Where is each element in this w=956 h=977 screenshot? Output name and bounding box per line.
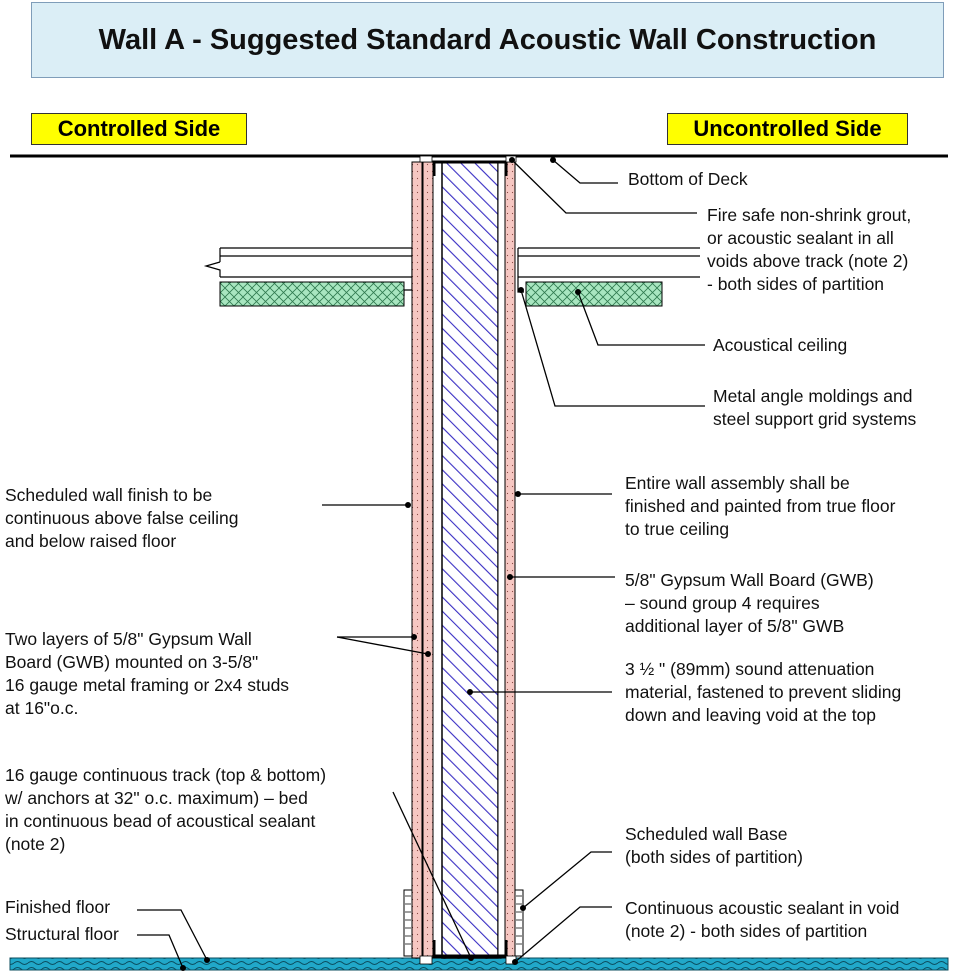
label-two-layers-gwb: Two layers of 5/8" Gypsum Wall Board (GW… xyxy=(5,629,290,718)
label-continuous-track: 16 gauge continuous track (top & bottom)… xyxy=(5,765,327,854)
label-finished-floor: Finished floor xyxy=(5,897,111,917)
label-bottom-of-deck: Bottom of Deck xyxy=(628,169,748,189)
ceiling-right xyxy=(517,247,700,307)
label-sealant-void: Continuous acoustic sealant in void (not… xyxy=(625,898,900,941)
leader-dots xyxy=(180,157,581,971)
label-acoustical-ceiling: Acoustical ceiling xyxy=(713,335,848,355)
label-structural-floor: Structural floor xyxy=(5,924,119,944)
label-entire-wall: Entire wall assembly shall be finished a… xyxy=(625,473,896,539)
title-banner: Wall A - Suggested Standard Acoustic Wal… xyxy=(31,2,944,78)
uncontrolled-side-label: Uncontrolled Side xyxy=(667,113,908,145)
diagram-title: Wall A - Suggested Standard Acoustic Wal… xyxy=(98,23,877,56)
leader-lines xyxy=(137,159,705,969)
ceiling-left xyxy=(203,247,413,307)
wall-assembly xyxy=(403,155,524,965)
label-fire-safe-grout: Fire safe non-shrink grout, or acoustic … xyxy=(707,205,912,294)
label-wall-base: Scheduled wall Base (both sides of parti… xyxy=(625,824,804,867)
controlled-side-label: Controlled Side xyxy=(31,113,247,145)
label-metal-angle: Metal angle moldings and steel support g… xyxy=(713,386,917,429)
label-sound-attenuation: 3 ½ " (89mm) sound attenuation material,… xyxy=(625,659,902,725)
label-gwb-single: 5/8" Gypsum Wall Board (GWB) – sound gro… xyxy=(625,570,874,636)
label-scheduled-wall-finish: Scheduled wall finish to be continuous a… xyxy=(5,485,239,551)
floor-slab xyxy=(9,957,949,971)
